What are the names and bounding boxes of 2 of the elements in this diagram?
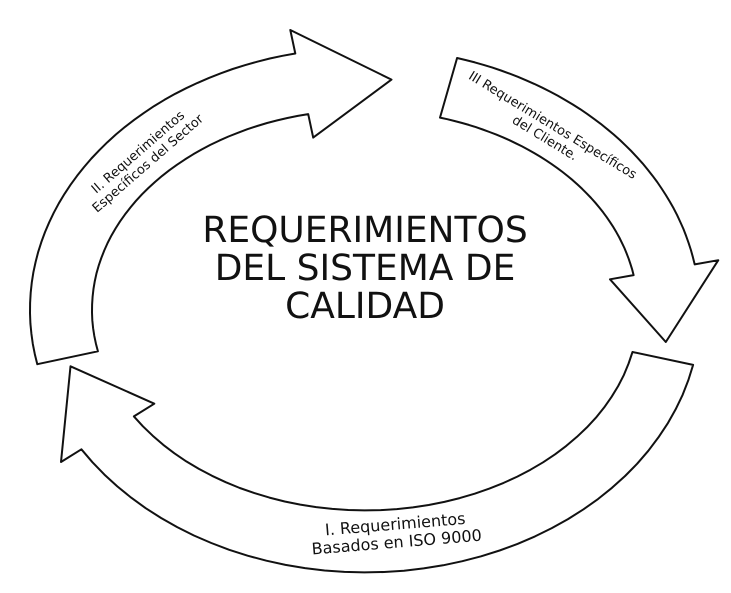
band-label: I. Requerimientos Basados en ISO 9000 <box>310 508 484 560</box>
center-title: REQUERIMIENTOS DEL SISTEMA DE CALIDAD <box>201 212 529 326</box>
